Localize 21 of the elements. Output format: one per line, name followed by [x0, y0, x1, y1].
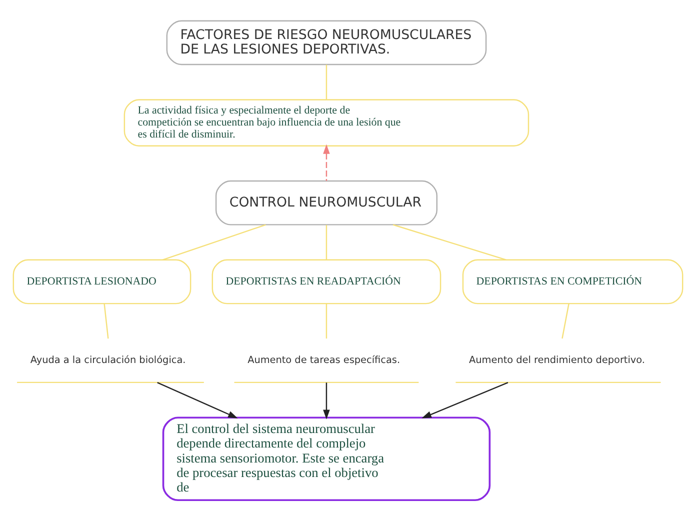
- arrow: [157, 382, 238, 418]
- node-box: DEPORTISTA LESIONADO: [12, 258, 192, 304]
- node-box: DEPORTISTAS EN READAPTACIÓN: [212, 258, 442, 304]
- node-text: Ayuda a la circulación biológica.: [30, 354, 186, 366]
- connector: [326, 303, 328, 338]
- arrow: [323, 382, 330, 419]
- node-text: Aumento de tareas específicas.: [248, 354, 400, 366]
- node-text: Aumento del rendimiento deportivo.: [469, 354, 646, 366]
- arrow: [323, 144, 330, 180]
- node-box: FACTORES DE RIESGO NEUROMUSCULARES DE LAS LESIONES DEPORTIVAS.: [166, 20, 487, 65]
- connector: [162, 224, 266, 260]
- connector: [326, 224, 328, 260]
- connector: [562, 303, 570, 338]
- connector: [326, 64, 328, 100]
- arrow: [422, 382, 508, 418]
- connector: [392, 224, 506, 260]
- node-box: CONTROL NEUROMUSCULAR: [215, 180, 438, 225]
- connector: [104, 303, 109, 338]
- node-box: El control del sistema neuromuscular depende directamente del complejo sistema sensoriomotor. Este se encarga de procesar respuestas con el objetivo de: [162, 416, 491, 501]
- node-box: DEPORTISTAS EN COMPETICIÓN: [462, 258, 684, 304]
- node-box: La actividad física y especialmente el deporte de competición se encuentran bajo influencia de una lesión que es difícil de disminuir.: [124, 98, 530, 146]
